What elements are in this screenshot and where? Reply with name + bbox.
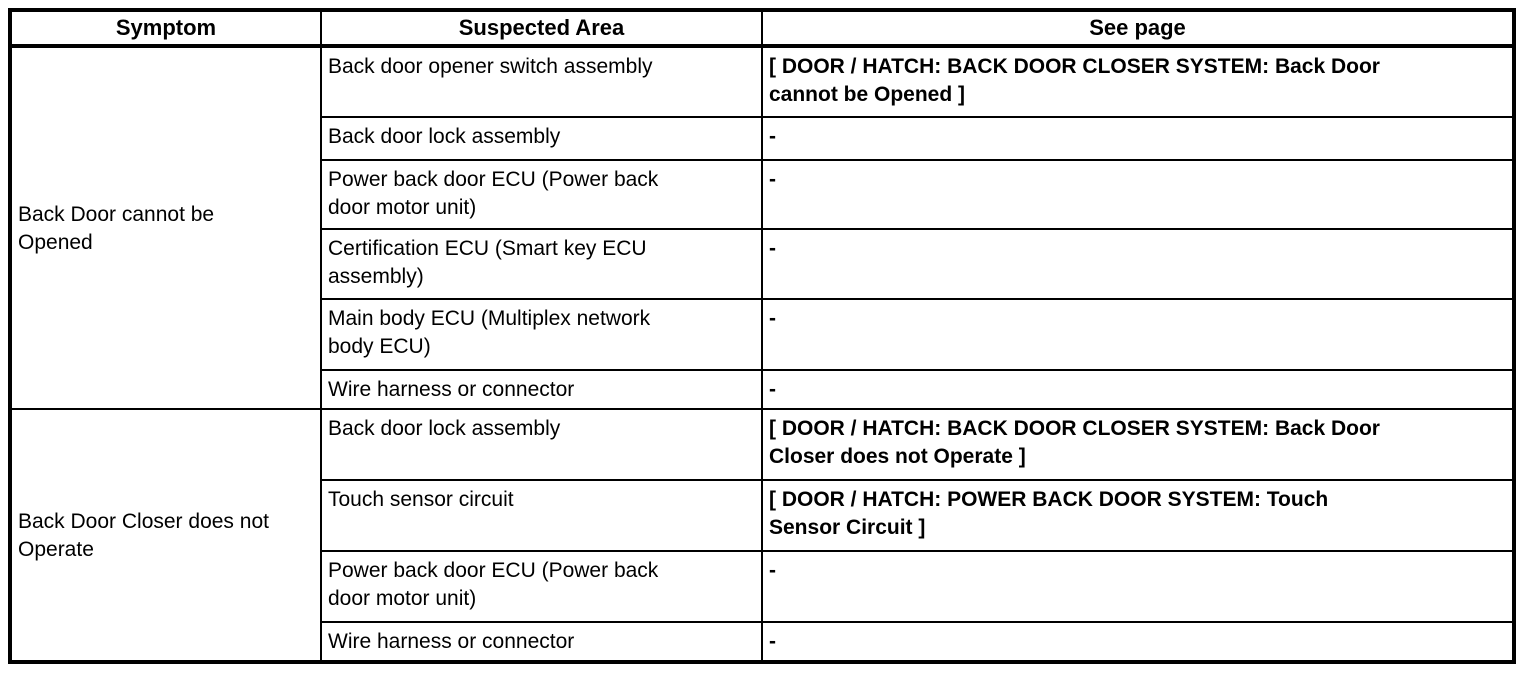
see-page-cell: - (761, 159, 1515, 230)
column-header-symptom: Symptom (9, 9, 322, 48)
table-header-row: Symptom Suspected Area See page (9, 9, 1515, 48)
suspected-area-cell: Power back door ECU (Power back door mot… (320, 550, 763, 623)
table-row: Touch sensor circuit [ DOOR / HATCH: POW… (10, 479, 1515, 552)
suspected-area-cell: Wire harness or connector (320, 621, 763, 663)
suspected-area-cell: Wire harness or connector (320, 369, 763, 410)
symptom-cell: Back Door Closer does not Operate (9, 408, 322, 663)
suspected-area-cell: Power back door ECU (Power back door mot… (320, 159, 763, 230)
see-page-cell: - (761, 298, 1515, 371)
table-row: Back Door cannot be Opened Back door ope… (9, 45, 1515, 410)
see-page-cell: - (761, 228, 1515, 300)
symptom-troubleshooting-table: Symptom Suspected Area See page Back Doo… (8, 8, 1516, 664)
suspected-area-cell: Back door lock assembly (320, 408, 763, 481)
column-header-see-page: See page (761, 9, 1515, 48)
table-row: Back Door Closer does not Operate Back d… (9, 408, 1515, 663)
see-page-cell: - (761, 550, 1515, 623)
suspected-area-cell: Touch sensor circuit (320, 479, 763, 552)
suspected-area-cell: Back door lock assembly (320, 116, 763, 161)
table-row: Wire harness or connector - (10, 369, 1515, 410)
table-row: Power back door ECU (Power back door mot… (10, 550, 1515, 623)
symptom-cell: Back Door cannot be Opened (9, 45, 322, 410)
suspected-area-cell: Back door opener switch assembly (320, 45, 763, 118)
see-page-link[interactable]: [ DOOR / HATCH: BACK DOOR CLOSER SYSTEM:… (761, 45, 1515, 118)
table-row: Power back door ECU (Power back door mot… (10, 159, 1515, 230)
table-row: Wire harness or connector - (10, 621, 1515, 663)
suspected-area-cell: Certification ECU (Smart key ECU assembl… (320, 228, 763, 300)
see-page-cell: - (761, 369, 1515, 410)
see-page-cell: - (761, 621, 1515, 663)
column-header-suspected-area: Suspected Area (320, 9, 763, 48)
table-row: Back door lock assembly - (10, 116, 1515, 161)
table-row: Main body ECU (Multiplex network body EC… (10, 298, 1515, 371)
see-page-cell: - (761, 116, 1515, 161)
see-page-link[interactable]: [ DOOR / HATCH: POWER BACK DOOR SYSTEM: … (761, 479, 1515, 552)
table-row: Certification ECU (Smart key ECU assembl… (10, 228, 1515, 300)
suspected-area-cell: Main body ECU (Multiplex network body EC… (320, 298, 763, 371)
see-page-link[interactable]: [ DOOR / HATCH: BACK DOOR CLOSER SYSTEM:… (761, 408, 1515, 481)
